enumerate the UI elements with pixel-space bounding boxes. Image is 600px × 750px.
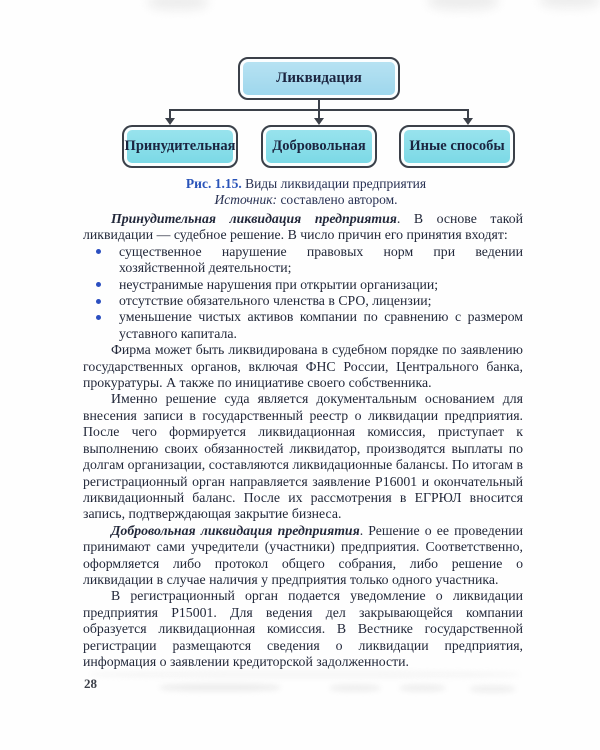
diagram-connector-drop <box>467 111 469 119</box>
scan-smudge <box>428 0 498 10</box>
paragraph-forced-lead: Принудительная ликвидация предприятия <box>111 211 397 226</box>
diagram-box-forced-label: Принудительная <box>124 138 236 154</box>
diagram-connector-drop <box>318 111 320 119</box>
list-item: уменьшение чистых активов компании по ср… <box>83 309 523 342</box>
figure-source-value: составлено автором. <box>277 192 398 207</box>
paragraph-voluntary-liquidation: Добровольная ликвидация предприятия. Реш… <box>83 523 523 589</box>
scan-smudge <box>400 685 445 691</box>
diagram-connector-horizontal <box>169 109 469 111</box>
paragraph-forced-rest: . В основе такой ликвидации — судебное р… <box>83 211 524 243</box>
figure-caption-line1: Рис. 1.15. Виды ликвидации предприятия <box>0 176 600 192</box>
figure-caption-source: Источник: составлено автором. <box>0 192 600 208</box>
list-item: существенное нарушение правовых норм при… <box>83 244 523 277</box>
figure-caption: Рис. 1.15. Виды ликвидации предприятия И… <box>0 176 600 208</box>
paragraph-voluntary-rest: . Решение о ее проведении принимают сами… <box>83 522 523 587</box>
diagram-box-other: Иные способы <box>399 125 515 168</box>
arrow-down-icon <box>463 118 473 125</box>
bullet-icon <box>96 282 101 288</box>
scan-smudge <box>330 685 380 691</box>
list-item-text: существенное нарушение правовых норм при… <box>119 243 523 276</box>
diagram-box-root-label: Ликвидация <box>276 70 362 86</box>
diagram-connector-stub <box>318 100 320 110</box>
paragraph-registry: Именно решение суда является документаль… <box>83 391 523 522</box>
paragraph-notice: В регистрационный орган подается уведомл… <box>83 588 523 669</box>
diagram-connector-drop <box>169 111 171 119</box>
arrow-down-icon <box>314 118 324 125</box>
paragraph-voluntary-lead: Добровольная ликвидация предприятия <box>111 522 360 538</box>
scan-smudge <box>160 684 280 691</box>
article-text: Принудительная ликвидация предприятия. В… <box>83 211 523 670</box>
diagram-box-other-label: Иные способы <box>409 138 505 154</box>
list-item-text: неустранимые нарушения при открытии орга… <box>119 276 439 292</box>
diagram-box-voluntary: Добровольная <box>261 125 377 168</box>
figure-source-label: Источник: <box>214 192 278 207</box>
diagram-box-root: Ликвидация <box>238 57 400 100</box>
paragraph-court-order: Фирма может быть ликвидирована в судебно… <box>83 342 523 391</box>
diagram-box-forced: Принудительная <box>122 125 238 168</box>
figure-number: Рис. 1.15. <box>185 176 242 191</box>
diagram-box-voluntary-label: Добровольная <box>272 138 366 154</box>
scan-smudge <box>470 686 515 692</box>
list-item-text: отсутствие обязательного членства в СРО,… <box>119 293 432 309</box>
arrow-down-icon <box>165 118 175 125</box>
scan-smudge <box>540 0 600 8</box>
list-item-text: уменьшение чистых активов компании по ср… <box>119 309 523 341</box>
bullet-icon <box>96 298 101 304</box>
bullet-icon <box>96 249 101 255</box>
paragraph-forced-liquidation: Принудительная ликвидация предприятия. В… <box>83 211 523 244</box>
bullet-icon <box>96 314 101 320</box>
scan-smudge <box>148 0 208 10</box>
page-number: 28 <box>84 676 97 691</box>
scan-smudge <box>90 672 520 677</box>
list-item: неустранимые нарушения при открытии орга… <box>83 277 523 293</box>
figure-title: Виды ликвидации предприятия <box>241 176 427 191</box>
list-item: отсутствие обязательного членства в СРО,… <box>83 293 523 309</box>
reasons-list: существенное нарушение правовых норм при… <box>83 244 523 342</box>
